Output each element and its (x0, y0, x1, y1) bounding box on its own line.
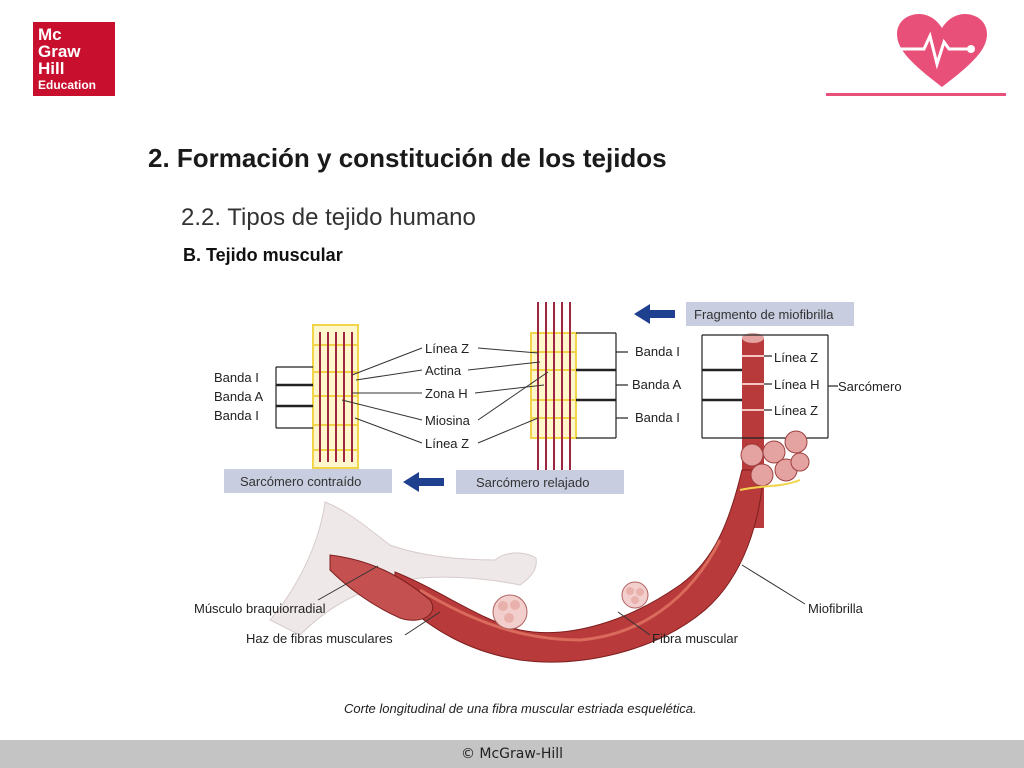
center-label-linea-z-top: Línea Z (425, 341, 469, 356)
label-musculo-braquiorradial: Músculo braquiorradial (194, 601, 326, 616)
arm-silhouette (269, 501, 537, 636)
mcgraw-hill-logo: Mc Graw Hill Education (33, 22, 115, 96)
center-leader-lines (341, 347, 549, 444)
box-relajado-label: Sarcómero relajado (476, 475, 589, 490)
logo-line-2: Graw (38, 42, 81, 61)
fiber-bundle-end-left (492, 594, 528, 630)
contracted-label-banda-i-top: Banda I (214, 370, 259, 385)
contracted-sarcomere (312, 324, 359, 469)
heart-pulse-icon (897, 14, 987, 87)
section-heading: B. Tejido muscular (183, 245, 343, 265)
box-sarcomero-contraido (224, 469, 392, 493)
logo-line-4: Education (38, 78, 97, 92)
logo-line-1: Mc (38, 25, 62, 44)
relaxed-band-bracket (576, 332, 628, 439)
contracted-label-banda-i-bottom: Banda I (214, 408, 259, 423)
label-fibra-muscular: Fibra muscular (652, 631, 739, 646)
contracted-label-banda-a: Banda A (214, 389, 263, 404)
arrow-left-icon (403, 472, 444, 492)
center-label-zona-h: Zona H (425, 386, 468, 401)
logo-line-3: Hill (38, 59, 65, 78)
relaxed-label-banda-a: Banda A (632, 377, 681, 392)
braquiorradial-muscle (329, 554, 433, 621)
header-rule (826, 93, 1006, 96)
box-contraido-label: Sarcómero contraído (240, 474, 361, 489)
page-title: 2. Formación y constitución de los tejid… (148, 143, 667, 173)
center-label-miosina: Miosina (425, 413, 471, 428)
figure-caption: Corte longitudinal de una fibra muscular… (344, 701, 697, 716)
bottom-leader-lines (317, 564, 806, 636)
box-sarcomero-relajado (456, 470, 624, 494)
center-label-actina: Actina (425, 363, 462, 378)
myofibril-label-linea-z-top: Línea Z (774, 350, 818, 365)
label-haz-fibras: Haz de fibras musculares (246, 631, 393, 646)
page-subtitle: 2.2. Tipos de tejido humano (181, 204, 476, 231)
fiber-bundle-end-mid (621, 581, 649, 609)
contracted-band-bracket (275, 366, 313, 429)
footer-bar: © McGraw-Hill (0, 740, 1024, 768)
myofibril-label-linea-h: Línea H (774, 377, 820, 392)
arrow-left-icon (634, 304, 675, 324)
label-miofibrilla: Miofibrilla (808, 601, 864, 616)
center-label-linea-z-bottom: Línea Z (425, 436, 469, 451)
footer-copyright: © McGraw-Hill (460, 746, 564, 762)
muscle-bundle-highlight (419, 539, 722, 642)
relaxed-label-banda-i-bottom: Banda I (635, 410, 680, 425)
relaxed-sarcomere (530, 302, 577, 470)
myofibril-label-linea-z-bottom: Línea Z (774, 403, 818, 418)
sarcomero-label: Sarcómero (838, 379, 902, 394)
myofibril-bundle-end (739, 430, 810, 491)
myofibril-bracket (701, 334, 838, 439)
box-fragmento-miofibrilla (686, 302, 854, 326)
relaxed-label-banda-i-top: Banda I (635, 344, 680, 359)
muscle-fiber-diagram: Banda I Banda A Banda I Banda I Banda A … (194, 302, 902, 663)
box-fragmento-label: Fragmento de miofibrilla (694, 307, 834, 322)
